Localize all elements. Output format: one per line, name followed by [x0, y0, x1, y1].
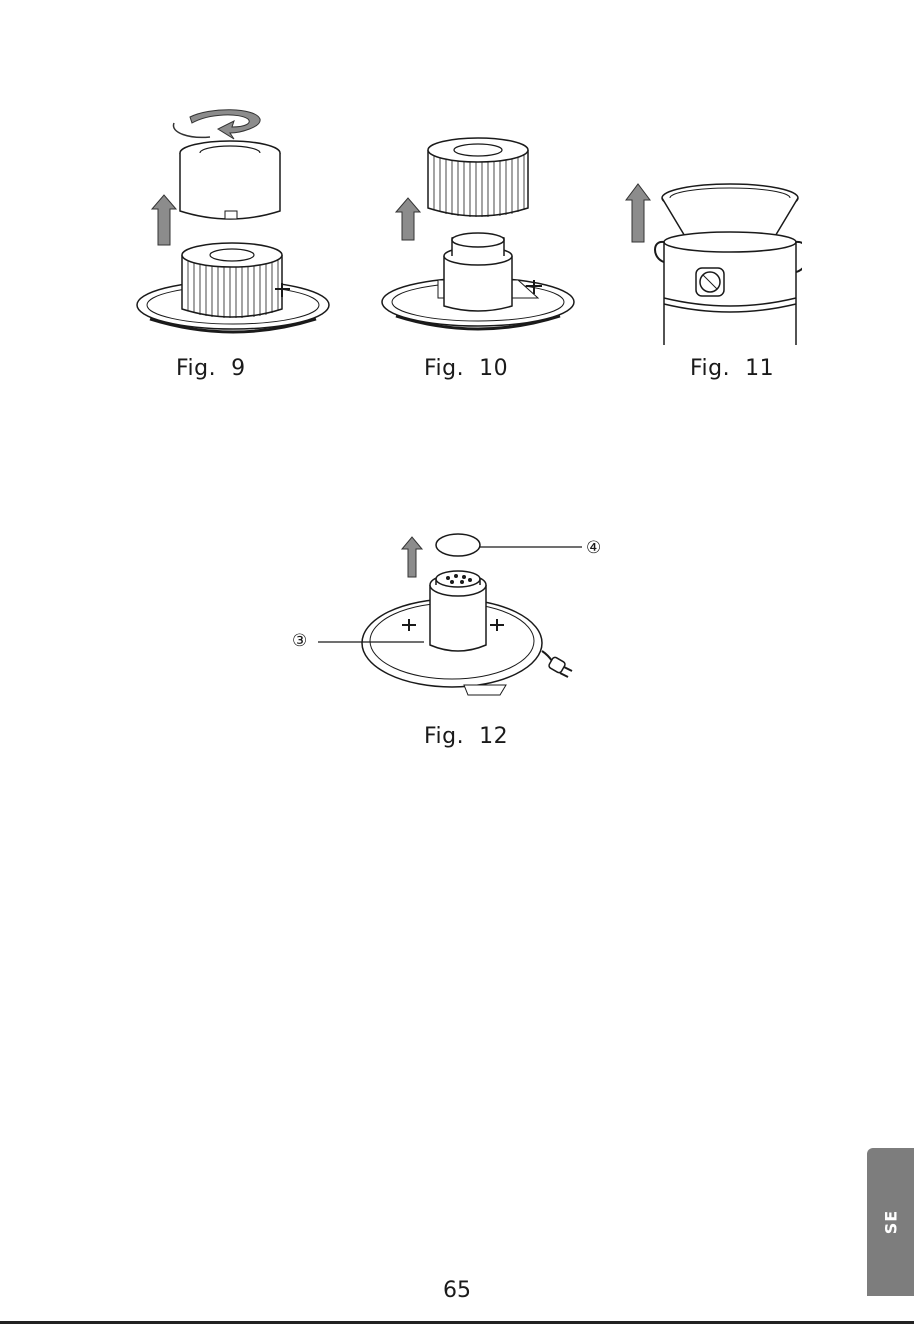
fig-11-caption: Fig. 11 — [690, 356, 774, 381]
language-tab: SE — [867, 1148, 914, 1296]
fig-12-caption: Fig. 12 — [424, 724, 508, 749]
fig-9-illustration — [130, 105, 330, 345]
callout-item-4: ④ — [586, 538, 601, 558]
up-arrow-icon — [626, 184, 650, 242]
language-tab-label: SE — [881, 1210, 900, 1234]
up-arrow-icon — [402, 537, 422, 577]
callout-item-3: ③ — [292, 631, 307, 651]
rotate-arrow-icon — [190, 110, 260, 139]
fig-10-caption: Fig. 10 — [424, 356, 508, 381]
fig-12-illustration — [296, 525, 596, 705]
up-arrow-icon — [396, 198, 420, 240]
up-arrow-icon — [152, 195, 176, 245]
fig-10-illustration — [378, 130, 578, 345]
page-number: 65 — [0, 1278, 914, 1303]
fig-11-illustration — [622, 150, 802, 345]
fig-9-caption: Fig. 9 — [176, 356, 246, 381]
